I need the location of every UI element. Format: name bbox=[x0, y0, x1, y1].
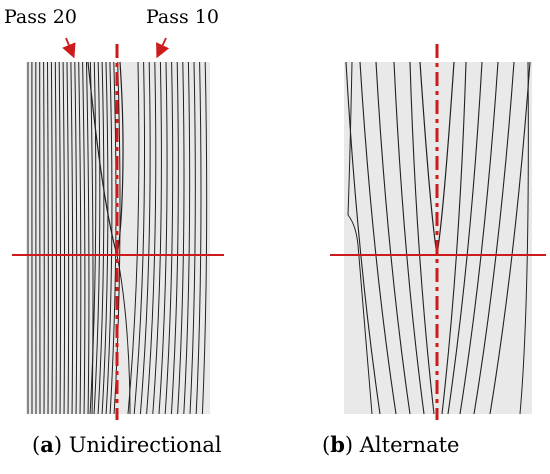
caption-b-close: ) bbox=[344, 433, 354, 457]
panel-a-contour-left bbox=[74, 61, 78, 415]
caption-b: (b) Alternate bbox=[322, 432, 459, 457]
panel-b-contour-right bbox=[489, 61, 531, 415]
caption-a-text: Unidirectional bbox=[62, 433, 222, 457]
panel-a-contour-right bbox=[127, 61, 140, 415]
panel-b-contour-left bbox=[409, 61, 435, 415]
panel-a-contour-left bbox=[62, 61, 66, 415]
panel-a-contour-left bbox=[89, 61, 97, 415]
panel-b-contour-left bbox=[375, 61, 411, 415]
panel-b-contour-left bbox=[345, 61, 381, 415]
pass-20-label: Pass 20 bbox=[4, 6, 77, 28]
panel-b-contour-left bbox=[359, 61, 397, 415]
pass-10-arrow bbox=[156, 37, 170, 59]
panel-a-contour-left bbox=[47, 61, 49, 415]
panel-a-contour-left bbox=[101, 61, 109, 415]
panel-a-contour-right bbox=[164, 61, 174, 415]
panel-a-contour-left bbox=[43, 61, 45, 415]
panel-a-contour-left bbox=[78, 61, 82, 415]
panel-a-contour-left bbox=[105, 61, 113, 415]
panel-a-contour-left bbox=[70, 61, 74, 415]
panel-a-contour-left bbox=[93, 61, 101, 415]
caption-a-letter: a bbox=[40, 432, 54, 457]
caption-b-text: Alternate bbox=[353, 433, 460, 457]
panel-b-contour-right bbox=[459, 61, 499, 415]
panel-a-contour-right bbox=[195, 61, 202, 415]
panel-a-contour-right bbox=[158, 61, 168, 415]
panel-a-contour-right bbox=[133, 61, 146, 415]
panel-a-contour-right bbox=[183, 61, 191, 415]
panel-a-contour-right bbox=[170, 61, 179, 415]
panel-a-contour-right bbox=[189, 61, 196, 415]
panel-b-contour-right bbox=[441, 61, 467, 415]
panel-a-contour-right bbox=[201, 61, 208, 415]
panel-a-contour-left bbox=[58, 61, 62, 415]
panel-a-contour-left bbox=[86, 61, 90, 415]
panel-a-contour-left bbox=[97, 61, 105, 415]
caption-a-close: ) bbox=[53, 433, 63, 457]
caption-b-open: ( bbox=[322, 433, 331, 457]
panel-a-contour-left bbox=[66, 61, 70, 415]
pass-10-label: Pass 10 bbox=[146, 6, 219, 28]
panel-b-contour-right bbox=[447, 61, 483, 415]
panel-b-contour-left bbox=[393, 61, 425, 415]
panel-a-contour-left bbox=[54, 61, 57, 415]
panel-a-contour-right bbox=[139, 61, 151, 415]
panel-a-contour-left bbox=[50, 61, 53, 415]
caption-b-letter: b bbox=[330, 432, 345, 457]
pass-20-arrow bbox=[62, 37, 76, 59]
panel-a-contour-lower bbox=[116, 254, 131, 415]
panel-a-contour-left bbox=[82, 61, 86, 415]
caption-a: (a) Unidirectional bbox=[32, 432, 222, 457]
panel-a-contour-right bbox=[152, 61, 162, 415]
panel-b-edge-left bbox=[347, 61, 373, 415]
caption-a-open: ( bbox=[32, 433, 41, 457]
panel-b-contour-right bbox=[473, 61, 515, 415]
panel-b-edge-right bbox=[519, 61, 529, 415]
panel-a-contour-right bbox=[146, 61, 157, 415]
panel-a-contour-right bbox=[177, 61, 185, 415]
